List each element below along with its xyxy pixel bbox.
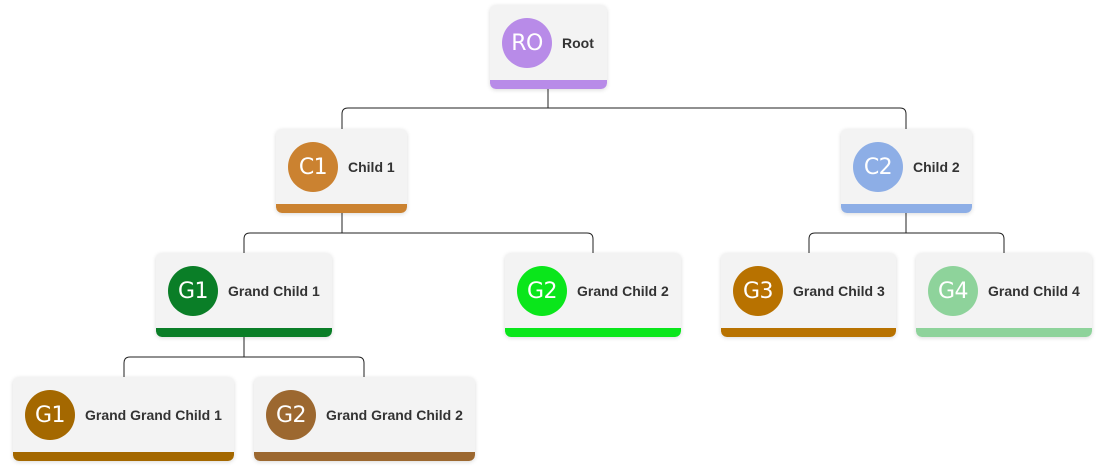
color-bar-child-2 bbox=[841, 204, 972, 213]
label-grand-child-1: Grand Child 1 bbox=[228, 283, 320, 299]
color-bar-root bbox=[490, 80, 607, 89]
label-grand-grand-child-1: Grand Grand Child 1 bbox=[85, 407, 222, 423]
color-bar-grand-child-3 bbox=[721, 328, 896, 337]
node-grand-child-4[interactable]: G4 Grand Child 4 bbox=[916, 253, 1092, 337]
node-root[interactable]: RO Root bbox=[490, 5, 607, 89]
node-child-2[interactable]: C2 Child 2 bbox=[841, 129, 972, 213]
avatar-root: RO bbox=[502, 18, 552, 68]
connector-child-1 bbox=[243, 212, 594, 253]
avatar-child-1: C1 bbox=[288, 142, 338, 192]
avatar-grand-child-1: G1 bbox=[168, 266, 218, 316]
label-grand-child-4: Grand Child 4 bbox=[988, 283, 1080, 299]
node-child-1[interactable]: C1 Child 1 bbox=[276, 129, 407, 213]
node-grand-grand-child-1[interactable]: G1 Grand Grand Child 1 bbox=[13, 377, 234, 461]
label-child-1: Child 1 bbox=[348, 159, 395, 175]
connector-root bbox=[341, 88, 907, 129]
avatar-grand-grand-child-1: G1 bbox=[25, 390, 75, 440]
label-grand-child-3: Grand Child 3 bbox=[793, 283, 885, 299]
color-bar-grand-child-1 bbox=[156, 328, 332, 337]
node-grand-grand-child-2[interactable]: G2 Grand Grand Child 2 bbox=[254, 377, 475, 461]
color-bar-child-1 bbox=[276, 204, 407, 213]
avatar-grand-child-4: G4 bbox=[928, 266, 978, 316]
label-child-2: Child 2 bbox=[913, 159, 960, 175]
node-grand-child-2[interactable]: G2 Grand Child 2 bbox=[505, 253, 681, 337]
avatar-grand-child-3: G3 bbox=[733, 266, 783, 316]
color-bar-grand-grand-child-2 bbox=[254, 452, 475, 461]
avatar-child-2: C2 bbox=[853, 142, 903, 192]
label-grand-child-2: Grand Child 2 bbox=[577, 283, 669, 299]
connector-child-2 bbox=[808, 212, 1005, 253]
color-bar-grand-grand-child-1 bbox=[13, 452, 234, 461]
avatar-grand-child-2: G2 bbox=[517, 266, 567, 316]
label-grand-grand-child-2: Grand Grand Child 2 bbox=[326, 407, 463, 423]
connector-grand-child-1 bbox=[123, 336, 365, 377]
node-grand-child-1[interactable]: G1 Grand Child 1 bbox=[156, 253, 332, 337]
label-root: Root bbox=[562, 35, 594, 51]
avatar-grand-grand-child-2: G2 bbox=[266, 390, 316, 440]
color-bar-grand-child-4 bbox=[916, 328, 1092, 337]
color-bar-grand-child-2 bbox=[505, 328, 681, 337]
node-grand-child-3[interactable]: G3 Grand Child 3 bbox=[721, 253, 896, 337]
